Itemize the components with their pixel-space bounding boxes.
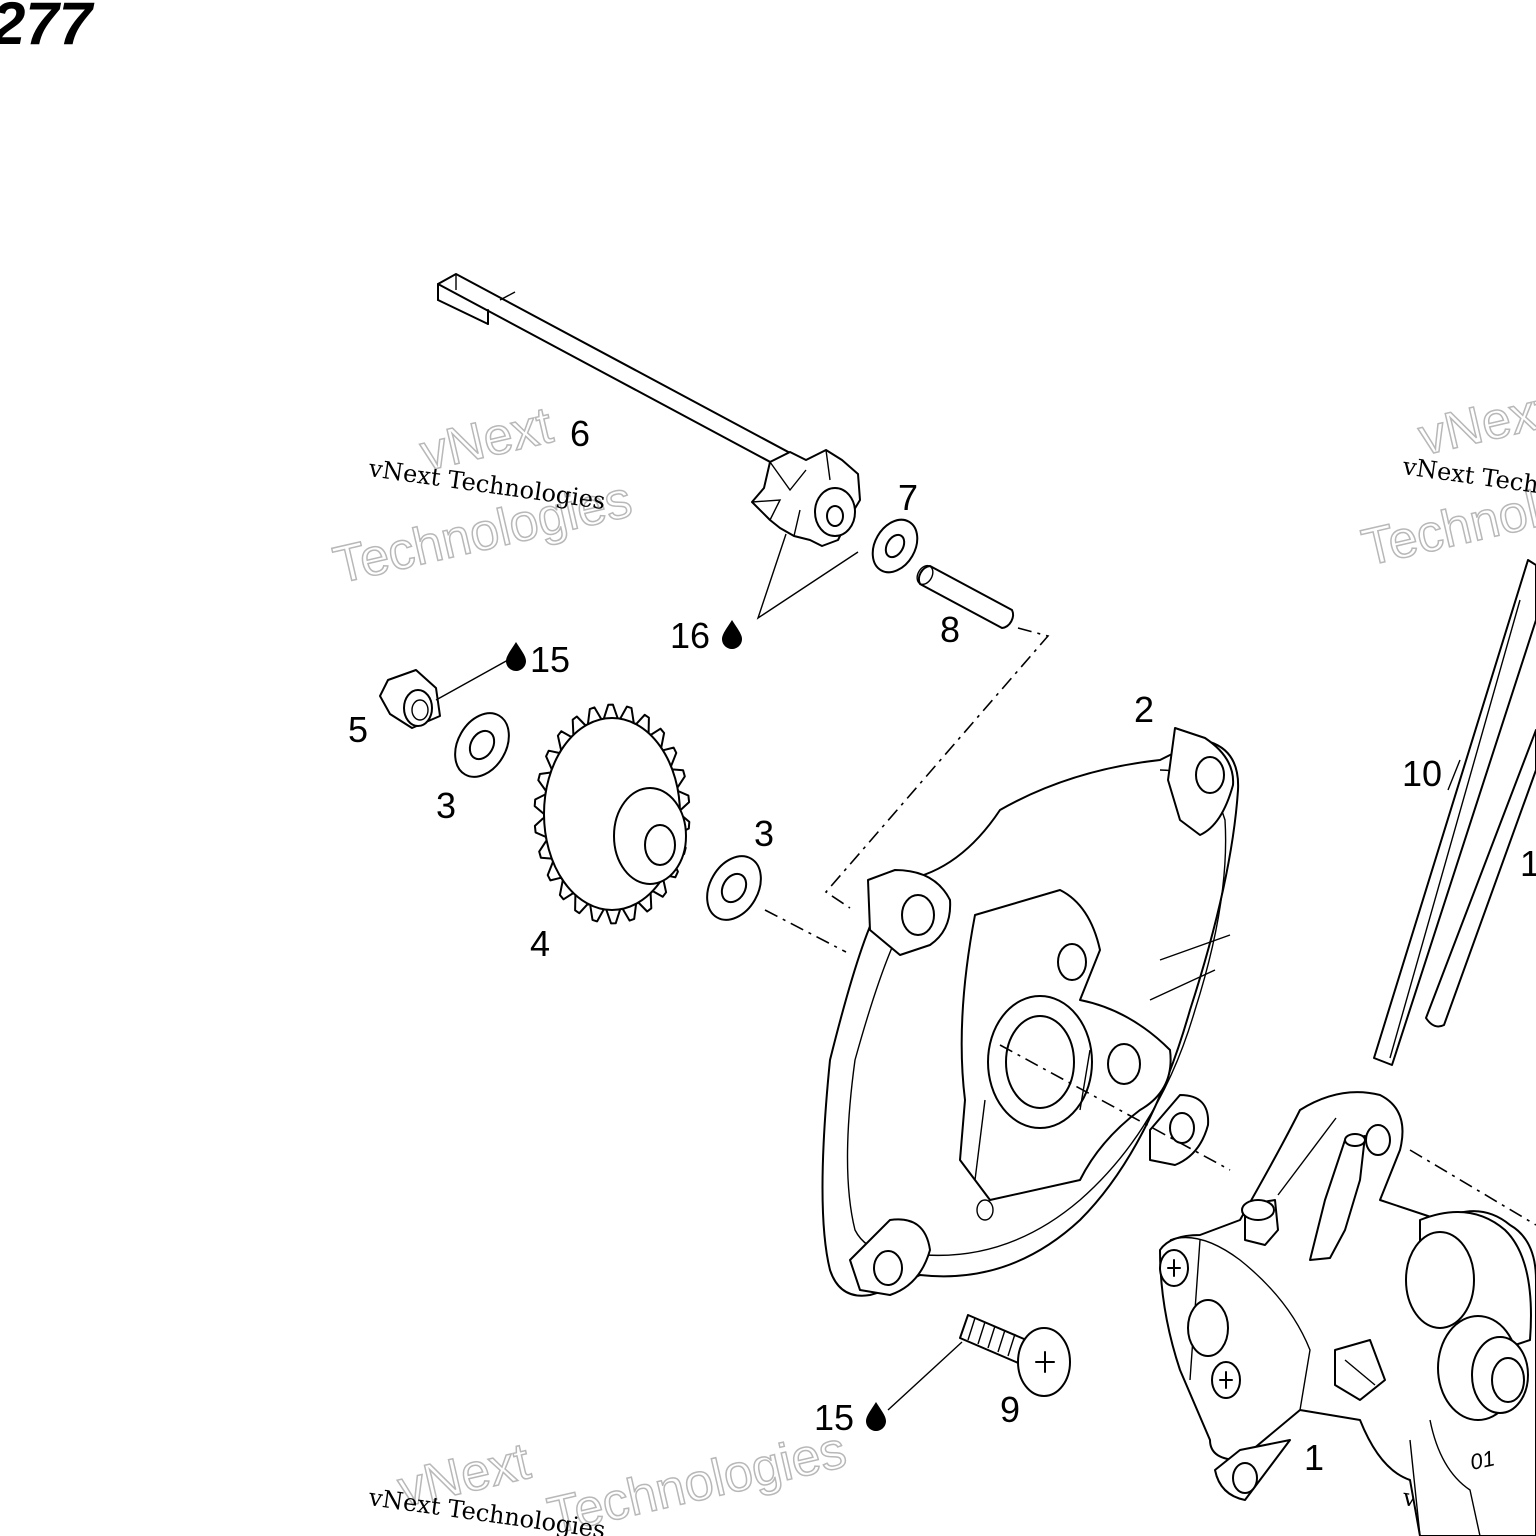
watermark-vnext: vNext: [1413, 380, 1536, 467]
gear-part-4: [533, 703, 691, 925]
label-part-9: 9: [1000, 1389, 1020, 1430]
label-part-11: 1: [1520, 843, 1536, 884]
assembly-lines: [764, 627, 1536, 1226]
washer-part-7: [871, 518, 919, 574]
label-part-7: 7: [898, 477, 918, 518]
label-part-8: 8: [940, 609, 960, 650]
leader-lines: [435, 533, 1461, 1411]
label-part-3: 3: [754, 813, 774, 854]
washer-part-3: [454, 712, 510, 778]
oil-pump-part-1: 01: [1159, 1091, 1536, 1536]
tube-part-11: [1425, 729, 1536, 1028]
pump-cover-part-2: [821, 727, 1240, 1297]
label-part-3: 3: [436, 785, 456, 826]
label-part-15: 15: [530, 639, 570, 680]
label-part-4: 4: [530, 923, 550, 964]
screw-part-9: [959, 1314, 1071, 1397]
oil-drop-icon: [506, 642, 526, 671]
diagram-title: 277: [0, 0, 95, 57]
washer-part-3: [706, 855, 762, 921]
part-stamp: 01: [1468, 1445, 1497, 1475]
label-part-16: 16: [670, 615, 710, 656]
tube-part-10: [1373, 559, 1536, 1066]
oil-drop-icon: [722, 620, 742, 649]
pin-part-8: [916, 564, 1015, 629]
part-labels: 6 7 8 16 15 5 3 3 4 2 10 1 15 9 1: [348, 413, 1536, 1478]
shaft-part-6: [437, 273, 861, 547]
label-part-1: 1: [1304, 1437, 1324, 1478]
label-part-10: 10: [1402, 753, 1442, 794]
label-part-6: 6: [570, 413, 590, 454]
label-part-2: 2: [1134, 689, 1154, 730]
oil-drop-icon: [866, 1402, 886, 1431]
label-part-5: 5: [348, 709, 368, 750]
label-part-15: 15: [814, 1397, 854, 1438]
nut-part-5: [379, 669, 441, 729]
